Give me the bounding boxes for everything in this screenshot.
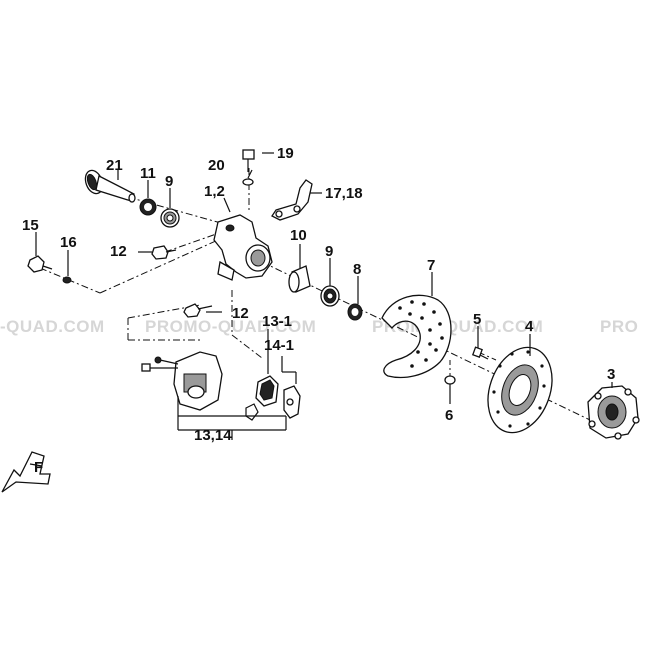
part-5-screw	[471, 346, 489, 360]
front-direction-arrow-icon: F	[1, 451, 51, 493]
label-part-4: 4	[525, 318, 534, 335]
part-15-bolt	[27, 255, 53, 273]
label-part-5: 5	[473, 311, 481, 328]
part-4-brake-disc	[487, 346, 553, 434]
axis-line-to-knuckle	[99, 239, 219, 294]
label-part-9-lower: 9	[325, 243, 333, 260]
label-part-1-2: 1,2	[204, 183, 225, 200]
watermark-text-4: PRO	[600, 317, 638, 336]
front-direction-letter: F	[34, 459, 43, 476]
leader-lines	[35, 152, 613, 440]
watermark-text-1: -QUAD.COM	[0, 317, 105, 336]
label-part-11: 11	[140, 165, 156, 182]
label-part-12-upper: 12	[110, 243, 127, 260]
part-10-spacer	[288, 265, 311, 293]
part-20-washer	[242, 178, 254, 186]
part-9-bearing-upper	[160, 208, 180, 228]
part-14-1-pad-spring	[245, 385, 301, 421]
part-19-bolt	[242, 149, 255, 172]
part-13-1-brake-pad	[255, 375, 279, 407]
label-part-3: 3	[607, 366, 615, 383]
part-12-bolt-upper	[151, 245, 177, 260]
label-part-13-14: 13,14	[194, 427, 232, 444]
label-part-17-18: 17,18	[325, 185, 363, 202]
label-part-10: 10	[290, 227, 307, 244]
label-part-14-1: 14-1	[264, 337, 294, 354]
part-1-2-knuckle	[213, 214, 273, 281]
label-part-20: 20	[208, 157, 225, 174]
part-16-nut	[62, 276, 72, 284]
label-part-21: 21	[106, 157, 123, 174]
label-part-8: 8	[353, 261, 361, 278]
label-part-19: 19	[277, 145, 294, 162]
watermark: -QUAD.COM PROMO-QUAD.COM PROMO-QUAD.COM …	[0, 317, 638, 336]
part-3-hub	[587, 385, 640, 440]
label-part-7: 7	[427, 257, 435, 274]
watermark-text-2: PROMO-QUAD.COM	[145, 317, 316, 336]
label-part-12-lower: 12	[232, 305, 249, 322]
axis-line-to-pads	[231, 334, 263, 359]
part-labels: 21 11 9 20 1,2 19 17,18 15 16 12 10 9 8 …	[22, 145, 615, 444]
part-8-seal	[347, 303, 363, 321]
part-12-bolt-lower	[183, 303, 213, 318]
label-part-13-1: 13-1	[262, 313, 292, 330]
part-7-disc-guard	[381, 294, 452, 379]
part-17-18-bracket	[271, 179, 313, 221]
label-part-15: 15	[22, 217, 39, 234]
label-part-9-upper: 9	[165, 173, 173, 190]
part-21-shaft	[84, 169, 136, 203]
part-13-14-caliper	[141, 351, 223, 411]
part-11-seal	[139, 198, 157, 216]
label-part-6: 6	[445, 407, 453, 424]
axis-line-bolt12	[164, 231, 223, 253]
label-part-16: 16	[60, 234, 77, 251]
part-9-bearing-lower	[320, 285, 340, 307]
part-6-screw	[444, 375, 456, 394]
